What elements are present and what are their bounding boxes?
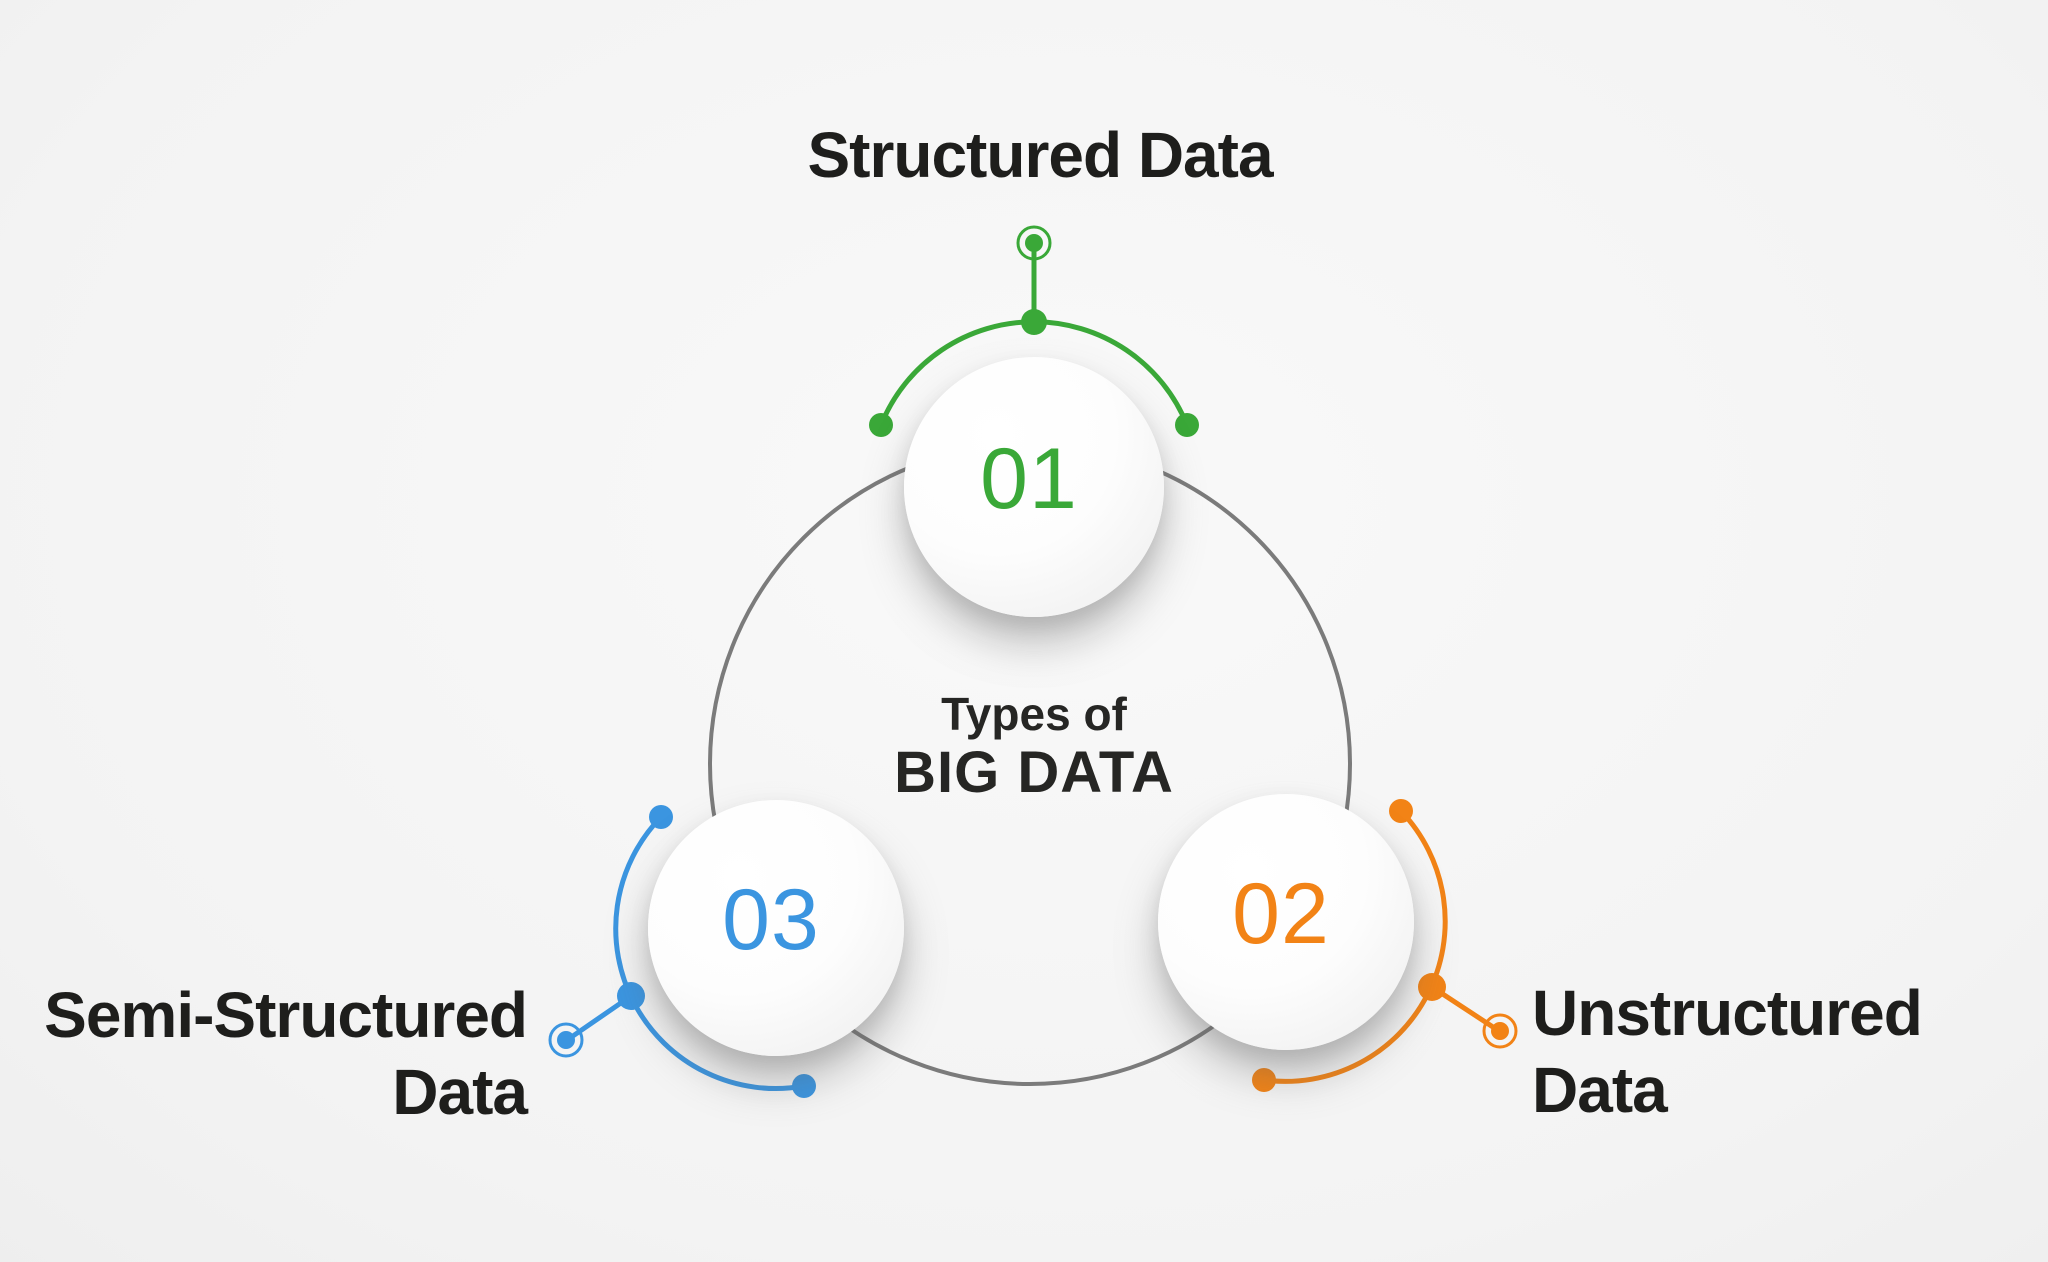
node-structured: 01 (904, 357, 1164, 617)
node-semi-structured: 03 (648, 800, 904, 1056)
structured-arc-dot-top (1021, 309, 1047, 335)
label-unstructured-line2: Data (1532, 1054, 1668, 1126)
label-unstructured: Unstructured Data (1532, 975, 1923, 1129)
connector-unstructured (1252, 799, 1518, 1092)
connector-structured (869, 225, 1199, 437)
unstructured-arc-dot-mid (1418, 973, 1446, 1001)
center-title: Types of BIG DATA (894, 686, 1174, 804)
structured-arc-dot-right (1175, 413, 1199, 437)
connector-semi-structured (548, 805, 816, 1098)
title-line1: Types of (941, 688, 1127, 740)
label-unstructured-line1: Unstructured (1532, 977, 1923, 1049)
label-semi-structured: Semi-Structured Data (44, 977, 528, 1131)
node-unstructured-number: 02 (1232, 865, 1330, 962)
label-structured-line1: Structured Data (807, 119, 1273, 191)
node-structured-number: 01 (980, 430, 1078, 527)
label-semi-structured-line1: Semi-Structured (44, 979, 528, 1051)
semi-structured-arc-dot-mid (617, 982, 645, 1010)
unstructured-arc-dot-top (1389, 799, 1413, 823)
unstructured-ringed-dot (1491, 1022, 1509, 1040)
unstructured-ringed-dot-outline (1482, 1013, 1518, 1049)
label-semi-structured-line2: Data (392, 1056, 528, 1128)
semi-structured-ringed-dot (557, 1031, 575, 1049)
semi-structured-arc-dot-bottom (792, 1074, 816, 1098)
node-semi-structured-number: 03 (722, 871, 820, 968)
title-line2: BIG DATA (894, 740, 1174, 805)
structured-ringed-dot (1025, 234, 1043, 252)
label-structured: Structured Data (807, 117, 1273, 194)
semi-structured-ringed-dot-outline (548, 1022, 584, 1058)
structured-ringed-dot-outline (1016, 225, 1052, 261)
node-unstructured: 02 (1158, 794, 1414, 1050)
semi-structured-arc-dot-top (649, 805, 673, 829)
unstructured-arc-dot-bottom (1252, 1068, 1276, 1092)
structured-arc-dot-left (869, 413, 893, 437)
